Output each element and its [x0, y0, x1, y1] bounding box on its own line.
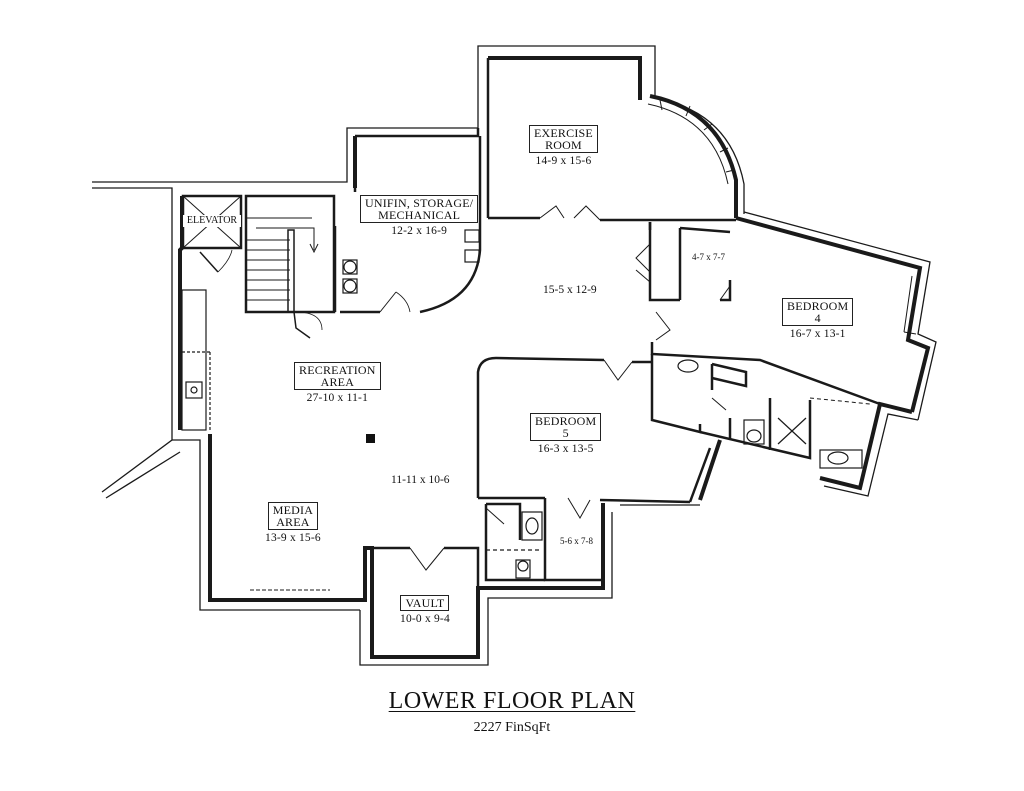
dim-closet5: 5-6 x 7-8: [560, 536, 593, 546]
bath5-fixtures: [486, 511, 543, 579]
exercise-room-walls: [486, 58, 736, 222]
bedroom5-walls: [476, 356, 712, 504]
hall-doors: [539, 205, 731, 341]
floor-drain: [366, 434, 375, 443]
bath-walls: [650, 354, 812, 460]
dim-center: 11-11 x 10-6: [390, 474, 451, 486]
room-vault: VAULT 10-0 x 9-4: [400, 595, 450, 625]
stairs: [244, 194, 336, 339]
vault-walls: [372, 546, 480, 588]
bath5: [484, 498, 603, 582]
room-mechanical: UNIFIN, STORAGE/MECHANICAL 12-2 x 16-9: [360, 195, 479, 238]
dim-closet4: 4-7 x 7-7: [692, 252, 725, 262]
exercise-bay: [647, 99, 735, 185]
exterior-wall-outline: [92, 45, 937, 666]
wet-bar: [181, 289, 211, 431]
plan-subtitle: 2227 FinSqFt: [473, 720, 551, 735]
dim-hall: 15-5 x 12-9: [542, 284, 598, 296]
bedroom4-walls: [648, 222, 881, 406]
bedroom5-doors: [485, 359, 633, 525]
bath-fixtures: [677, 359, 863, 469]
bedroom4-window: [809, 275, 917, 405]
elevator: [181, 194, 243, 273]
plan-title: LOWER FLOOR PLAN: [388, 688, 636, 714]
elevator-label: ELEVATOR: [183, 215, 241, 227]
mechanical-fixtures: [342, 229, 480, 313]
